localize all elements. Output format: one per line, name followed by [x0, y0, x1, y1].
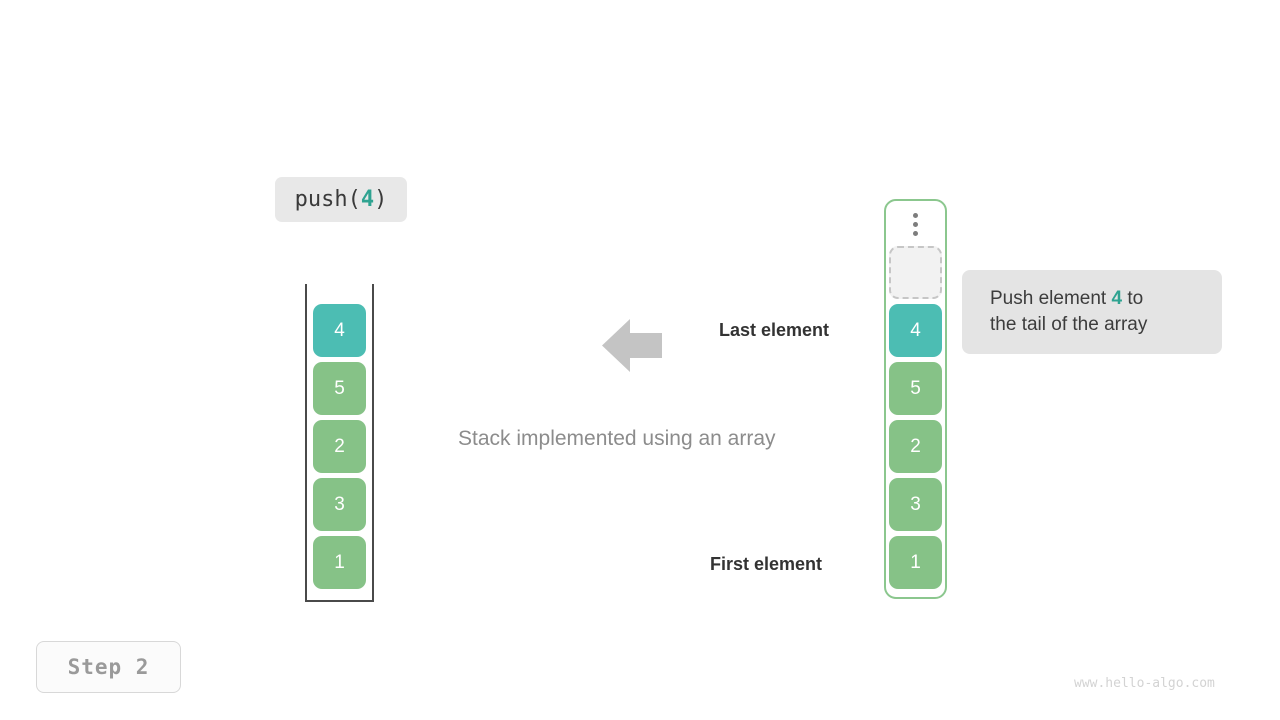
- array-cell-value: 2: [910, 435, 921, 457]
- diagram-caption: Stack implemented using an array: [458, 427, 776, 450]
- arrow-left-icon: [602, 319, 662, 372]
- array-cell: 4: [889, 304, 942, 357]
- stack-cell: 3: [313, 478, 366, 531]
- array-empty-slot: [889, 246, 942, 299]
- last-element-label: Last element: [719, 320, 830, 340]
- stack-cell-value: 2: [334, 435, 345, 457]
- ellipsis-dot: [913, 212, 918, 218]
- array-cell: 3: [889, 478, 942, 531]
- tooltip-callout: Push element 4 to the tail of the array: [962, 270, 1222, 354]
- stack-cell: 1: [313, 536, 366, 589]
- operation-suffix: ): [374, 187, 388, 212]
- watermark: www.hello-algo.com: [1074, 676, 1215, 691]
- stack-cell-value: 3: [334, 493, 345, 515]
- operation-label: push(4): [275, 177, 407, 222]
- stack-cell: 5: [313, 362, 366, 415]
- array-cell: 2: [889, 420, 942, 473]
- tooltip-line-1: Push element 4 to: [990, 286, 1194, 312]
- stack-cell-list: 4 5 2 3 1: [313, 304, 366, 589]
- array-cell-value: 4: [910, 319, 921, 341]
- operation-prefix: push(: [294, 187, 361, 212]
- tooltip-text-after: to: [1122, 288, 1144, 309]
- vertical-ellipsis-icon: [884, 208, 947, 240]
- ellipsis-dot: [913, 221, 918, 227]
- stack-cell-value: 4: [334, 319, 345, 341]
- tooltip-value: 4: [1111, 288, 1123, 309]
- tooltip-line-2: the tail of the array: [990, 314, 1148, 335]
- operation-value: 4: [360, 187, 375, 212]
- tooltip-text-before: Push element: [990, 288, 1112, 309]
- stack-container-frame: [305, 284, 374, 602]
- array-cell: 1: [889, 536, 942, 589]
- array-cell-value: 1: [910, 551, 921, 573]
- array-cell-value: 5: [910, 377, 921, 399]
- ellipsis-dot: [913, 230, 918, 236]
- array-cell: 5: [889, 362, 942, 415]
- array-container-frame: [884, 199, 947, 599]
- first-element-label: First element: [710, 554, 823, 574]
- stack-cell-value: 5: [334, 377, 345, 399]
- stack-cell: 4: [313, 304, 366, 357]
- array-cell-list: 4 5 2 3 1: [889, 246, 942, 589]
- step-badge: Step 2: [36, 641, 181, 693]
- array-cell-value: 3: [910, 493, 921, 515]
- stack-cell: 2: [313, 420, 366, 473]
- stack-cell-value: 1: [334, 551, 345, 573]
